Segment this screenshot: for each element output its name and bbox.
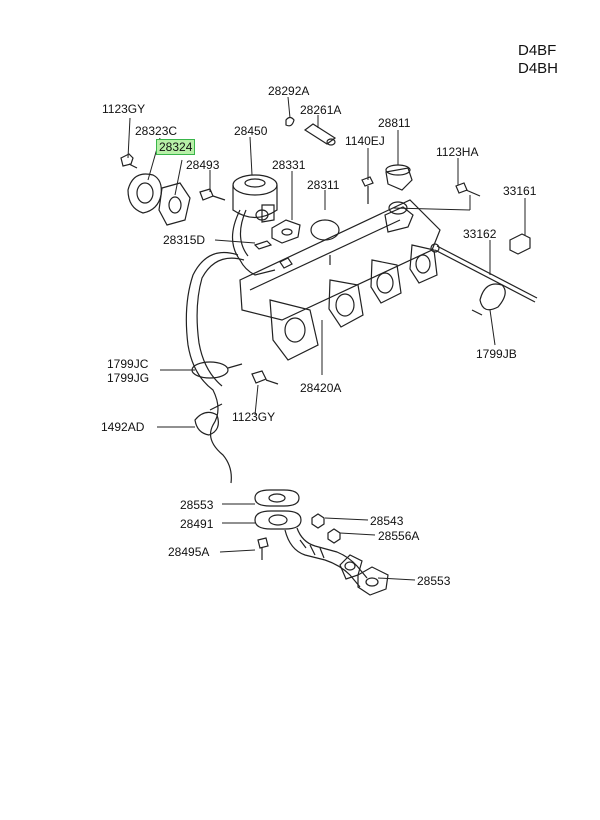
part-label-33161[interactable]: 33161 bbox=[503, 184, 537, 198]
part-label-1123ha[interactable]: 1123HA bbox=[436, 145, 479, 159]
part-label-1799jc[interactable]: 1799JC bbox=[107, 357, 149, 371]
flange-lower bbox=[339, 554, 363, 580]
gasket-28553-top bbox=[254, 489, 300, 507]
part-label-28495a[interactable]: 28495A bbox=[168, 545, 210, 559]
gasket-28324 bbox=[158, 182, 191, 226]
part-label-28311[interactable]: 28311 bbox=[307, 178, 340, 192]
part-label-28556a[interactable]: 28556A bbox=[378, 529, 420, 543]
rod-33162 bbox=[430, 243, 538, 303]
part-label-1123gy-bottom[interactable]: 1123GY bbox=[232, 410, 276, 424]
part-label-28811[interactable]: 28811 bbox=[378, 116, 411, 130]
gasket-28331 bbox=[271, 219, 301, 244]
egr-flange-28323c bbox=[127, 173, 162, 214]
vacuum-hose bbox=[185, 251, 245, 484]
part-label-28323c[interactable]: 28323C bbox=[135, 124, 178, 138]
part-label-28553-bottom[interactable]: 28553 bbox=[417, 574, 451, 588]
part-label-28261a[interactable]: 28261A bbox=[300, 103, 342, 117]
part-label-1140ej[interactable]: 1140EJ bbox=[345, 134, 385, 148]
leader-lines bbox=[127, 96, 526, 581]
nut-28543 bbox=[311, 513, 325, 529]
nut-28556a bbox=[327, 528, 341, 544]
clamp-1799jc bbox=[191, 361, 243, 379]
part-label-1492ad[interactable]: 1492AD bbox=[101, 420, 145, 434]
pipe-28315d bbox=[231, 209, 293, 276]
part-label-28315d[interactable]: 28315D bbox=[163, 233, 206, 247]
part-label-28543[interactable]: 28543 bbox=[370, 514, 404, 528]
clamp-1799jb bbox=[471, 283, 506, 316]
bolt-1123gy-bottom bbox=[251, 370, 279, 385]
clip-28292a bbox=[285, 116, 295, 127]
cap-28811 bbox=[385, 164, 413, 215]
part-label-28420a[interactable]: 28420A bbox=[300, 381, 342, 395]
part-label-1123gy-top[interactable]: 1123GY bbox=[102, 102, 146, 116]
part-label-28491[interactable]: 28491 bbox=[180, 517, 214, 531]
bracket-33161 bbox=[509, 233, 531, 255]
gasket-28553-bottom bbox=[357, 566, 389, 596]
hose-28261a bbox=[303, 123, 337, 146]
part-label-28324-highlighted[interactable]: 28324 bbox=[155, 139, 196, 155]
engine-code-primary: D4BF bbox=[518, 42, 557, 59]
part-label-28331[interactable]: 28331 bbox=[272, 158, 306, 172]
part-label-28553-top[interactable]: 28553 bbox=[180, 498, 214, 512]
part-label-28450[interactable]: 28450 bbox=[234, 124, 268, 138]
bolt-1123ha bbox=[455, 182, 481, 197]
part-label-33162[interactable]: 33162 bbox=[463, 227, 497, 241]
bolt-1123gy-top bbox=[120, 153, 138, 169]
part-label-28493[interactable]: 28493 bbox=[186, 158, 220, 172]
engine-code-secondary: D4BH bbox=[518, 60, 559, 77]
clip-1492ad bbox=[194, 403, 223, 436]
egr-valve-28450 bbox=[232, 174, 278, 223]
part-label-1799jb[interactable]: 1799JB bbox=[476, 347, 517, 361]
bolt-28493 bbox=[199, 188, 226, 201]
part-label-1799jg[interactable]: 1799JG bbox=[107, 371, 150, 385]
flange-28491 bbox=[254, 510, 302, 530]
stud-1140ej bbox=[361, 176, 374, 204]
part-label-28292a[interactable]: 28292A bbox=[268, 84, 310, 98]
exhaust-manifold-28311 bbox=[239, 199, 441, 361]
bolt-28495a bbox=[257, 537, 269, 560]
